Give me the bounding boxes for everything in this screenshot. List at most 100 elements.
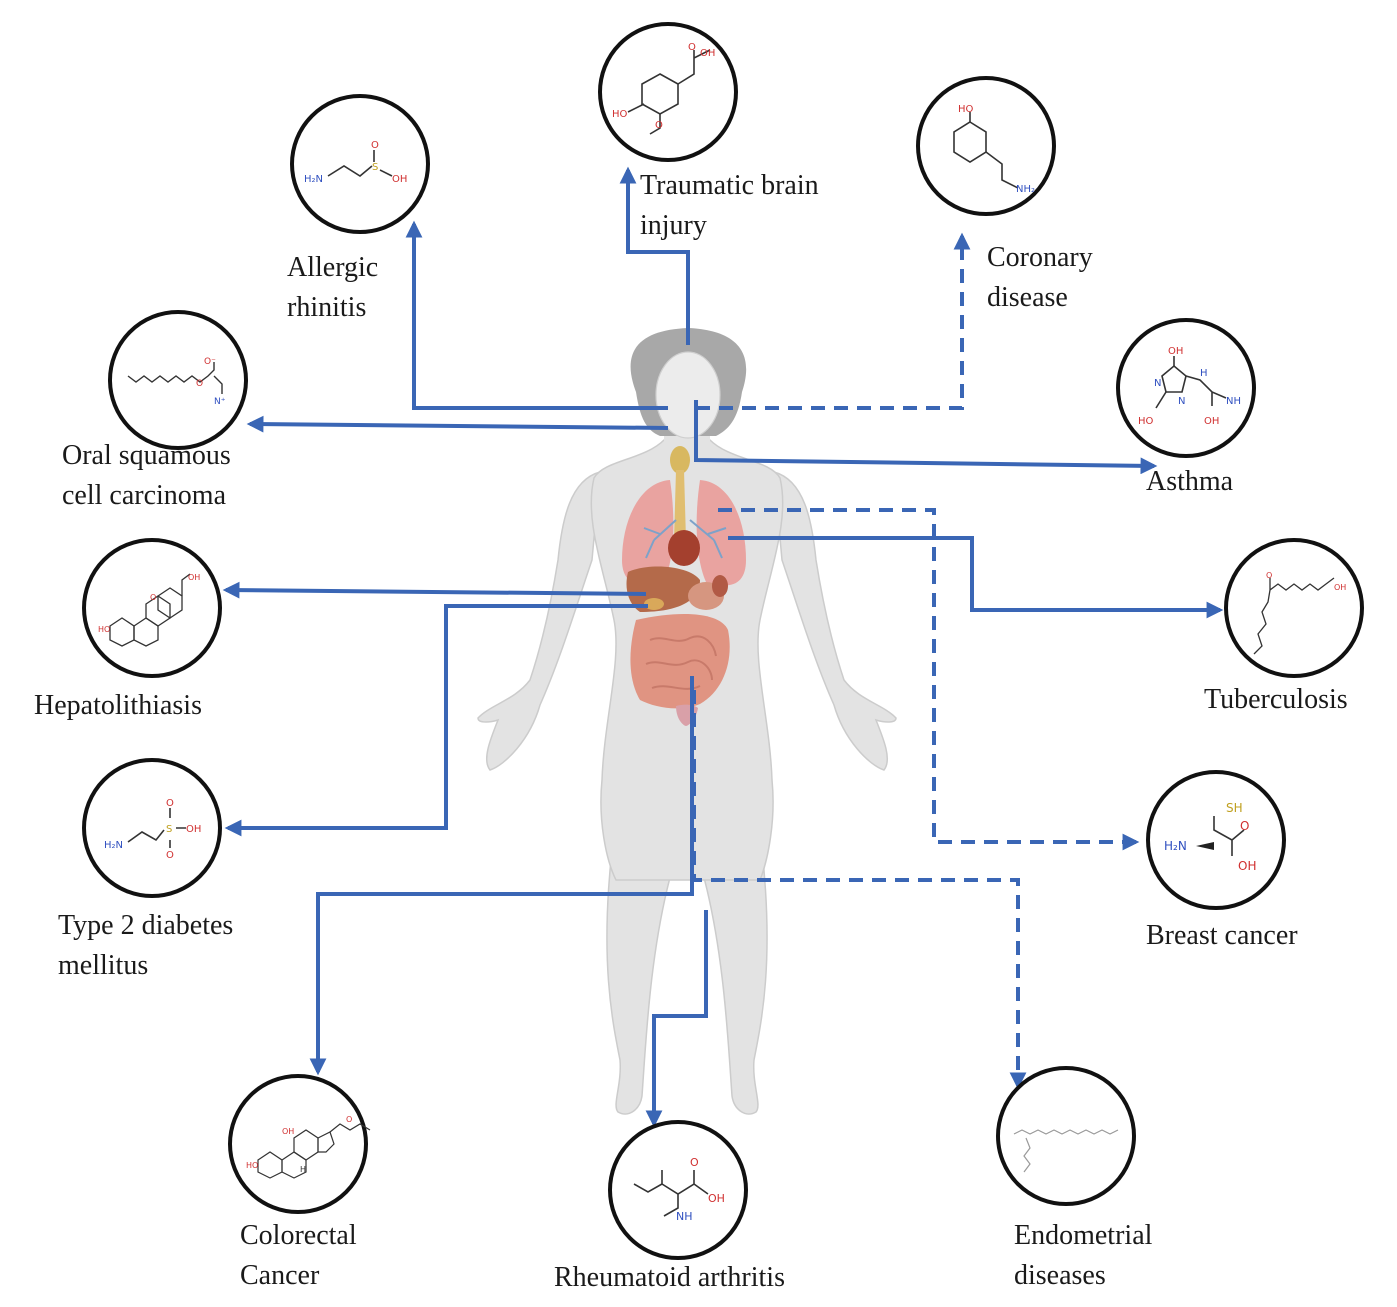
label-breast-cancer-box: Breast cancer [1146, 916, 1298, 956]
tyramine-atom-nh2: NH₂ [1016, 184, 1035, 195]
asthma-atom-n-right: N [1178, 396, 1185, 407]
label-colorectal-line1: Colorectal [240, 1220, 357, 1251]
label-colorectal-cancer-box: Colorectal Cancer [240, 1220, 357, 1291]
molecule-triterpenoid: OH O HO [82, 538, 222, 678]
molecule-phospholipid [996, 1066, 1136, 1206]
asthma-atom-oh-bottom: OH [1204, 416, 1219, 427]
molecule-allantoin-derivative: OH N N H NH OH HO [1116, 318, 1256, 458]
asthma-atom-h: H [1200, 368, 1208, 379]
label-oral-line1: Oral squamous [62, 440, 231, 471]
tyramine-atom-ho: HO [958, 104, 974, 115]
molecule-acylcarnitine: O⁻ O N⁺ [108, 310, 248, 450]
left-arm [477, 470, 601, 771]
arrow-hepatolithiasis [222, 581, 647, 599]
label-tbi-line2: injury [640, 210, 707, 241]
label-coronary-disease-box: Coronary disease [987, 238, 1093, 318]
label-hepatolithiasis: Hepatolithiasis [34, 686, 202, 726]
label-ra-line1: Rheumatoid arthritis [554, 1262, 785, 1293]
label-asthma: Asthma [1146, 462, 1233, 502]
hypotaurine-atom-o: O [371, 140, 379, 151]
label-breast-cancer: Breast cancer [1146, 916, 1298, 956]
mile-atom-nh: NH [676, 1210, 693, 1223]
taurine-atom-o-bottom: O [166, 850, 174, 861]
label-tb-line1: Tuberculosis [1204, 684, 1348, 715]
label-traumatic-brain-injury-box: Traumatic brain injury [640, 166, 819, 246]
hypotaurine-atom-s: S [372, 162, 378, 173]
label-t2dm-line2: mellitus [58, 950, 149, 981]
taurine-atom-o-top: O [166, 798, 174, 809]
left-lung [622, 480, 674, 586]
triterpene-atom-o: O [150, 593, 156, 602]
arrow-coronary-disease [696, 232, 971, 410]
label-oral-squamous: Oral squamous cell carcinoma [62, 436, 231, 516]
molecule-taurine: H₂N S O O OH [82, 758, 222, 898]
label-oral-squamous-box: Oral squamous cell carcinoma [62, 436, 231, 516]
asthma-atom-oh-top: OH [1168, 346, 1183, 357]
label-type2-diabetes-box: Type 2 diabetes mellitus [58, 906, 233, 986]
hva-atom-o-bottom: O [655, 120, 663, 131]
molecule-oxo-fatty-acid: O OH [1224, 538, 1364, 678]
label-coronary-line1: Coronary [987, 242, 1093, 273]
right-lung [696, 480, 746, 586]
hypotaurine-atom-oh: OH [392, 174, 407, 185]
label-traumatic-brain-injury: Traumatic brain injury [640, 166, 819, 246]
bile-atom-h: H [300, 1165, 306, 1174]
taurine-atom-oh: OH [186, 824, 201, 835]
mile-atom-o: O [690, 1156, 699, 1169]
taurine-atom-s: S [166, 824, 172, 835]
arrow-breast-cancer [718, 508, 1140, 851]
label-tuberculosis-box: Tuberculosis [1204, 684, 1348, 715]
arrow-tuberculosis [728, 536, 1224, 619]
cysteine-atom-h2n: H₂N [1164, 839, 1187, 853]
trachea [674, 470, 686, 540]
label-asthma-box: Asthma [1146, 462, 1233, 502]
cysteine-atom-o: O [1240, 819, 1249, 833]
label-type2-diabetes: Type 2 diabetes mellitus [58, 906, 233, 986]
bile-atom-ho: HO [246, 1161, 258, 1170]
cysteine-atom-oh: OH [1238, 859, 1256, 873]
label-t2dm-line1: Type 2 diabetes [58, 910, 234, 941]
label-rheumatoid-arthritis-box: Rheumatoid arthritis [554, 1262, 785, 1293]
hva-atom-o-top: O [688, 42, 696, 53]
label-coronary-line2: disease [987, 282, 1068, 313]
label-endometrial-line1: Endometrial [1014, 1220, 1153, 1251]
label-endometrial-diseases: Endometrial diseases [1014, 1216, 1152, 1296]
mile-atom-oh: OH [708, 1192, 725, 1205]
face [655, 351, 721, 439]
gallbladder [644, 598, 664, 610]
hva-atom-oh-top: OH [700, 48, 715, 59]
label-allergic-rhinitis: Allergic rhinitis [287, 248, 378, 328]
label-breast-line1: Breast cancer [1146, 920, 1298, 951]
arrow-endometrial [692, 690, 1027, 1090]
triterpene-atom-oh: OH [188, 573, 200, 582]
label-hepatolithiasis-box: Hepatolithiasis [34, 686, 202, 726]
carnitine-atom-n-plus: N⁺ [214, 397, 226, 407]
molecule-bile-acid-conjugate: HO OH H O [228, 1074, 371, 1214]
label-coronary-disease: Coronary disease [987, 238, 1093, 318]
triterpene-atom-ho: HO [98, 625, 110, 634]
carnitine-atom-o: O [196, 379, 203, 389]
thyroid [670, 446, 690, 474]
molecule-tyramine: HO NH₂ [916, 76, 1056, 216]
arrow-type2-diabetes [224, 604, 648, 837]
label-allergic-line2: rhinitis [287, 292, 367, 323]
carnitine-atom-o-minus: O⁻ [204, 357, 216, 367]
kidney [712, 575, 728, 597]
asthma-atom-nh: NH [1226, 396, 1241, 407]
label-tbi-line1: Traumatic brain [640, 170, 819, 201]
label-endometrial-diseases-box: Endometrial diseases [1014, 1216, 1152, 1296]
arrow-asthma [694, 400, 1158, 475]
label-hepato-line1: Hepatolithiasis [34, 690, 202, 721]
taurine-atom-h2n: H₂N [104, 840, 123, 851]
arrow-rheumatoid [645, 910, 708, 1128]
label-asthma-line1: Asthma [1146, 466, 1234, 497]
tb-atom-o: O [1266, 571, 1272, 580]
bile-atom-o: O [346, 1115, 352, 1124]
label-endometrial-line2: diseases [1014, 1260, 1106, 1291]
right-arm [773, 470, 897, 771]
arrow-oral-squamous [246, 415, 669, 433]
asthma-atom-n-left: N [1154, 378, 1161, 389]
label-oral-line2: cell carcinoma [62, 480, 227, 511]
tb-atom-oh: OH [1334, 583, 1346, 592]
